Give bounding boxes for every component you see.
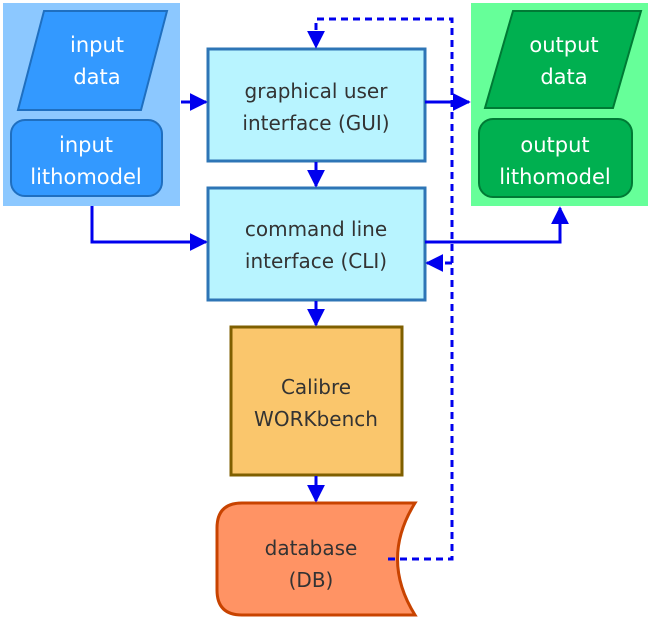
database-label-line2: (DB) — [289, 568, 334, 592]
input-data-label-line1: input — [70, 33, 124, 57]
output-lithomodel-label-line2: lithomodel — [499, 165, 610, 189]
arrow-input-lithomodel-to-cli — [90, 206, 208, 251]
gui-label-line1: graphical user — [245, 79, 389, 103]
feedback-arrows — [307, 17, 454, 561]
cli-node: command line interface (CLI) — [206, 186, 427, 302]
workbench-node: Calibre WORKbench — [229, 325, 404, 477]
gui-label-line2: interface (GUI) — [242, 111, 389, 135]
output-data-node: output data — [483, 10, 643, 109]
gui-node: graphical user interface (GUI) — [206, 47, 427, 163]
database-shape — [215, 501, 418, 617]
gui-box — [206, 47, 427, 163]
output-data-label-line2: data — [540, 65, 587, 89]
workbench-label-line1: Calibre — [281, 375, 351, 399]
dashed-arrow-database-to-gui — [307, 17, 454, 561]
output-data-parallelogram — [483, 10, 643, 109]
cli-label-line2: interface (CLI) — [245, 249, 387, 273]
input-lithomodel-label-line1: input — [59, 133, 113, 157]
workbench-box — [229, 325, 404, 477]
input-lithomodel-label-line2: lithomodel — [30, 165, 141, 189]
input-data-parallelogram — [16, 10, 169, 111]
output-data-label-line1: output — [529, 33, 598, 57]
flow-arrows — [90, 93, 569, 503]
database-label-line1: database — [265, 536, 358, 560]
input-data-node: input data — [16, 10, 169, 111]
input-data-label-line2: data — [73, 65, 120, 89]
input-lithomodel-box — [10, 119, 163, 197]
input-lithomodel-node: input lithomodel — [10, 119, 163, 197]
database-node: database (DB) — [215, 501, 418, 617]
cli-box — [206, 186, 427, 302]
cli-label-line1: command line — [245, 217, 387, 241]
arrow-cli-to-output-lithomodel — [425, 206, 569, 244]
output-lithomodel-node: output lithomodel — [478, 118, 633, 198]
workbench-label-line2: WORKbench — [254, 407, 378, 431]
output-lithomodel-box — [478, 118, 633, 198]
output-lithomodel-label-line1: output — [520, 133, 589, 157]
